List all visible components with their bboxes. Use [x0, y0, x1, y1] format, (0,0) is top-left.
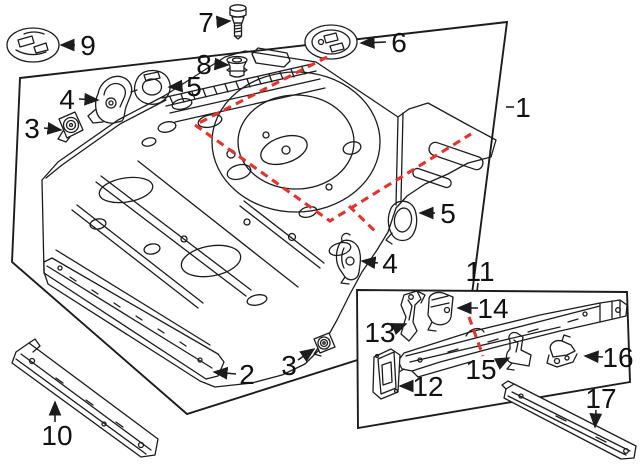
callout-10-label: 10 — [41, 420, 72, 451]
part-3-grommet-left — [57, 111, 84, 143]
callout-3-arrow — [297, 348, 316, 362]
callout-7-label: 7 — [198, 7, 214, 38]
part-5-bracket-left — [130, 69, 171, 105]
part-10-sill — [11, 338, 159, 458]
callout-15-label: 15 — [465, 354, 496, 385]
callout-5-label: 5 — [440, 198, 456, 229]
highlight-dashed-path-3 — [467, 316, 485, 357]
callout-6-arrow — [359, 36, 387, 49]
callout-17-arrow — [589, 409, 603, 429]
callout-4-label: 4 — [382, 248, 398, 279]
callout-3-label: 3 — [24, 113, 40, 144]
callout-12-label: 12 — [412, 371, 443, 402]
crossmember-part-2 — [43, 249, 225, 380]
part-9-cover — [6, 27, 60, 63]
callout-2-arrow — [212, 366, 237, 380]
callout-13-label: 13 — [364, 317, 395, 348]
part-7-bolt — [229, 4, 247, 40]
part-4-bracket-left — [87, 75, 133, 124]
highlight-dashed-path-1 — [192, 55, 472, 223]
callout-16-arrow — [583, 350, 604, 364]
part-4-bracket-right — [335, 232, 362, 285]
callout-1-label: 1 — [515, 92, 531, 123]
callout-17-label: 17 — [585, 383, 616, 414]
callout-8-label: 8 — [196, 49, 212, 80]
highlight-dashed-path-2 — [347, 204, 380, 236]
part-14-bracket — [427, 291, 454, 332]
callout-14-label: 14 — [477, 293, 508, 324]
part-13-bracket — [400, 290, 426, 342]
callout-3-arrow — [43, 122, 63, 135]
callout-9-label: 9 — [80, 30, 96, 61]
callout-8-arrow — [213, 57, 230, 71]
part-6-cover — [304, 24, 358, 60]
callout-7-arrow — [215, 15, 232, 29]
callout-5-label: 5 — [186, 71, 202, 102]
callout-3-label: 3 — [281, 350, 297, 381]
inset-box — [356, 289, 631, 430]
part-17-sill — [501, 380, 637, 460]
callout-4-arrow — [360, 256, 379, 270]
callout-13-arrow — [390, 323, 408, 335]
callout-16-label: 16 — [602, 342, 633, 373]
callout-2-label: 2 — [239, 359, 255, 390]
callout-4-label: 4 — [59, 84, 75, 115]
callout-6-label: 6 — [391, 27, 407, 58]
callout-5-arrow — [167, 79, 184, 93]
part-3-grommet-right — [313, 332, 336, 357]
part-12-plate — [372, 348, 401, 400]
callout-15-arrow — [493, 357, 511, 370]
part-16-bracket — [546, 334, 578, 368]
part-5-bracket-right — [385, 200, 418, 245]
callout-11-label: 11 — [465, 256, 494, 287]
callout-11-arrow — [476, 282, 479, 292]
heelboard-hatching — [169, 66, 306, 105]
callout-4-arrow — [78, 92, 100, 106]
